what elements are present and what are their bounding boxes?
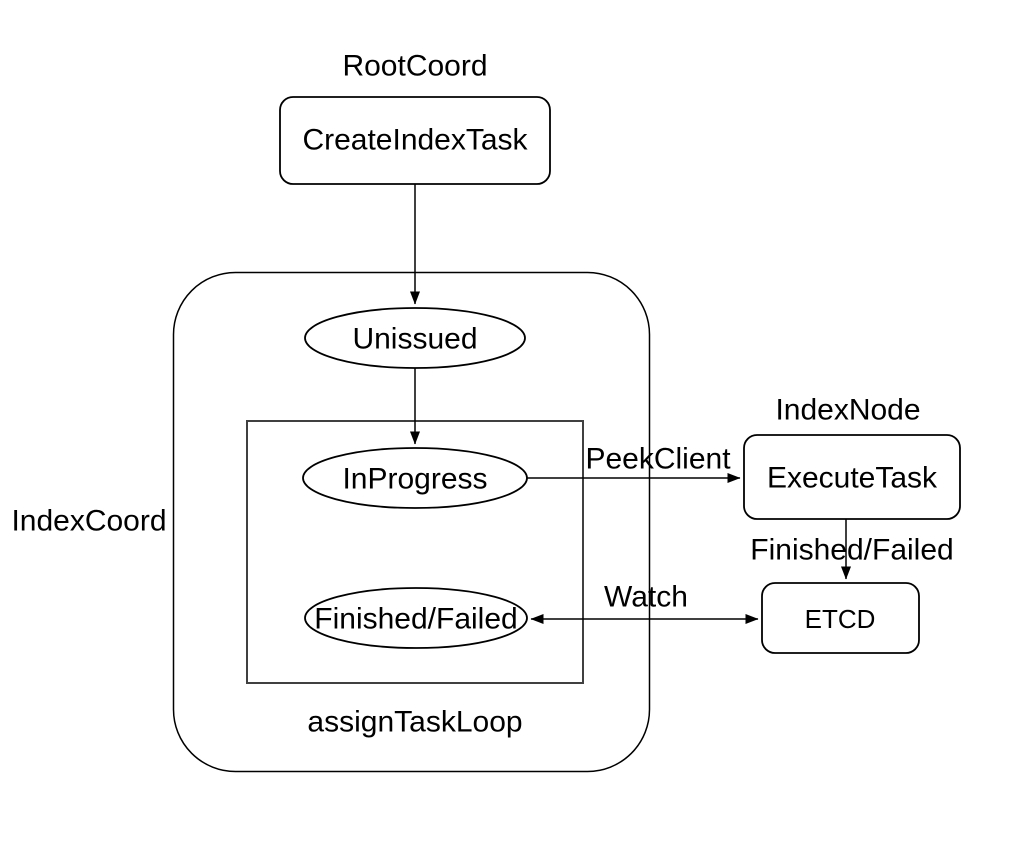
finishedfailed-state-label: Finished/Failed xyxy=(314,603,517,636)
peekclient-edge-label: PeekClient xyxy=(585,443,731,476)
watch-edge-label: Watch xyxy=(604,581,688,614)
executetask-node xyxy=(743,434,961,520)
executetask-label: ExecuteTask xyxy=(767,462,938,495)
finishedfailed-edge-label: Finished/Failed xyxy=(750,534,953,567)
indexnode-label: IndexNode xyxy=(775,394,920,427)
etcd-node xyxy=(761,582,920,654)
assigntaskloop-label: assignTaskLoop xyxy=(307,706,522,739)
finishedfailed-state xyxy=(304,587,528,649)
inprogress-label: InProgress xyxy=(342,463,487,496)
etcd-label: ETCD xyxy=(805,604,876,634)
inprogress-state xyxy=(302,447,528,509)
unissued-state xyxy=(304,307,526,369)
indexcoord-label: IndexCoord xyxy=(11,505,166,538)
indexcoord-container xyxy=(172,271,651,773)
createindextask-label: CreateIndexTask xyxy=(302,124,528,157)
createindextask-node xyxy=(279,96,551,185)
unissued-label: Unissued xyxy=(352,323,477,356)
rootcoord-label: RootCoord xyxy=(342,50,487,83)
